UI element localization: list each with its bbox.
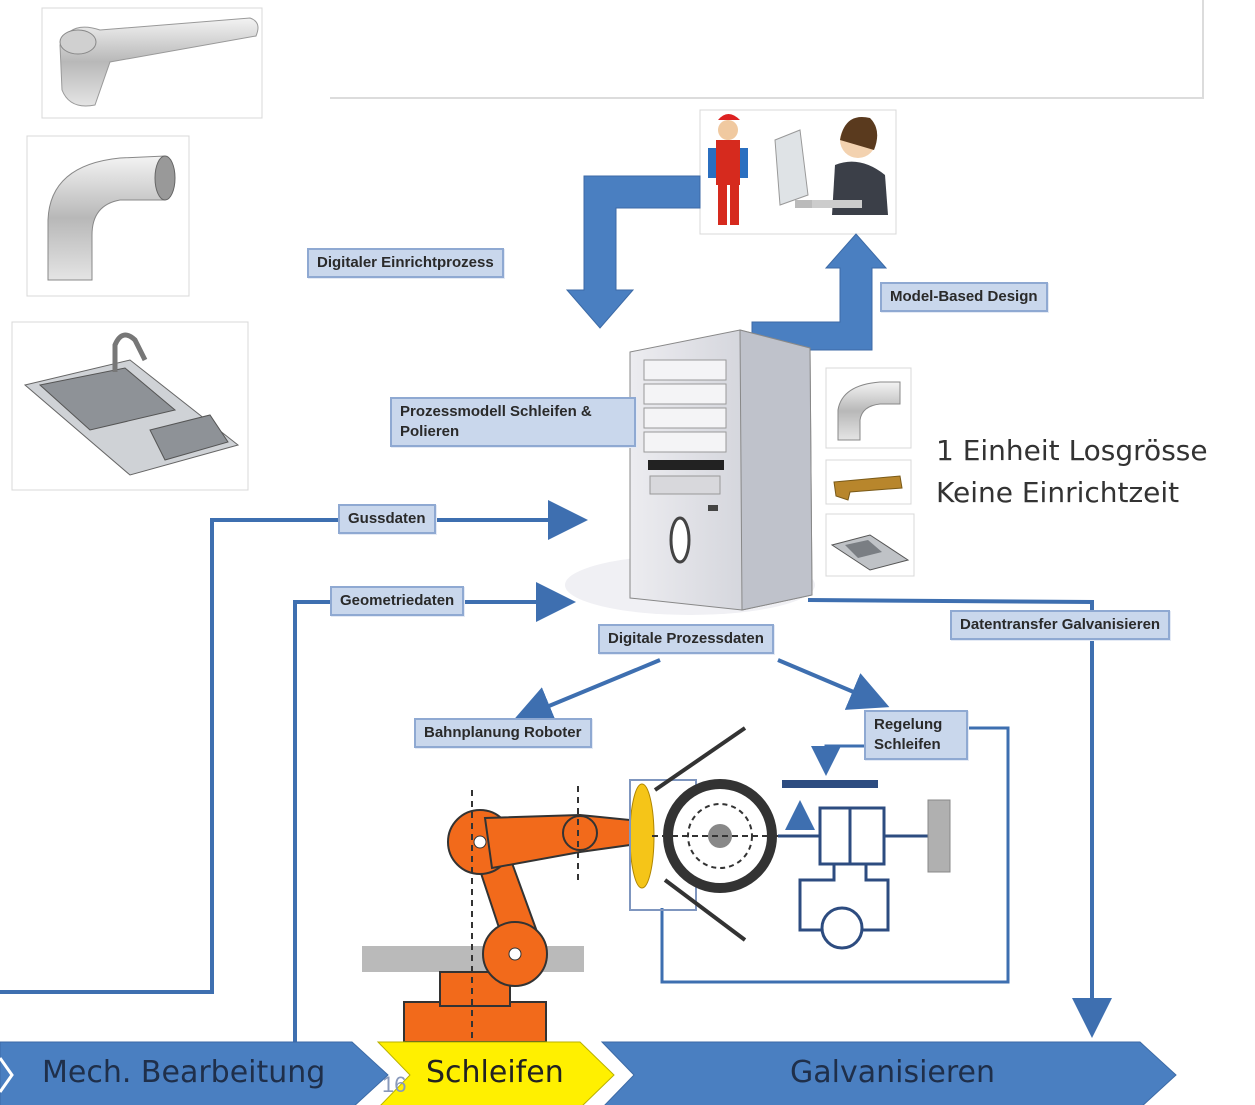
geometriedaten-line <box>293 582 576 1045</box>
sink-icon <box>11 321 249 491</box>
bahnplanung-arrow <box>512 658 661 725</box>
label-model-based-design: Model-Based Design <box>880 282 1048 312</box>
datentransfer-line <box>807 598 1112 1038</box>
label-digitale-prozessdaten: Digitale Prozessdaten <box>598 624 774 654</box>
step-schleifen: Schleifen <box>426 1055 564 1090</box>
hydraulic-cylinder-icon <box>778 780 951 950</box>
arrow-down-to-computer <box>565 175 701 329</box>
frame-line <box>330 0 1204 99</box>
info-text: 1 Einheit Losgrösse Keine Einrichtzeit <box>936 430 1208 514</box>
label-digitaler-einrichtprozess: Digitaler Einrichtprozess <box>307 248 504 278</box>
sink-icon <box>825 513 915 577</box>
info-line-einrichtzeit: Keine Einrichtzeit <box>936 476 1180 509</box>
label-prozessmodell: Prozessmodell Schleifen & Polieren <box>390 397 636 447</box>
gussdaten-line <box>0 500 588 994</box>
label-bahnplanung: Bahnplanung Roboter <box>414 718 592 748</box>
label-geometriedaten: Geometriedaten <box>330 586 465 616</box>
regelung-arrow <box>777 658 890 710</box>
computer-tower-icon <box>565 329 815 615</box>
page-number: 16 <box>382 1072 407 1097</box>
chevron-start-mark <box>0 1057 14 1093</box>
step-galvanisieren: Galvanisieren <box>790 1055 996 1090</box>
chevron-galvanisieren <box>600 1041 1177 1105</box>
chevron-mech-bearbeitung <box>0 1041 389 1105</box>
feedback-loop <box>660 726 1010 984</box>
chevron-schleifen <box>376 1041 615 1105</box>
label-regelung: Regelung Schleifen <box>864 710 968 760</box>
step-mech-bearbeitung: Mech. Bearbeitung <box>42 1055 326 1090</box>
robot-arm-icon <box>362 783 655 1043</box>
pipe-elbow-icon <box>26 135 190 297</box>
label-gussdaten: Gussdaten <box>338 504 436 534</box>
label-datentransfer: Datentransfer Galvanisieren <box>950 610 1171 640</box>
arrow-up-to-workers <box>751 233 888 351</box>
pipe-elbow-icon <box>825 367 912 449</box>
info-line-losgroesse: 1 Einheit Losgrösse <box>936 434 1208 467</box>
faucet-spout-icon <box>825 459 912 505</box>
grinding-wheel-icon <box>629 726 790 942</box>
workers-icon <box>699 109 897 235</box>
faucet-spout-icon <box>41 7 263 119</box>
setpoint-arrow <box>811 744 866 776</box>
